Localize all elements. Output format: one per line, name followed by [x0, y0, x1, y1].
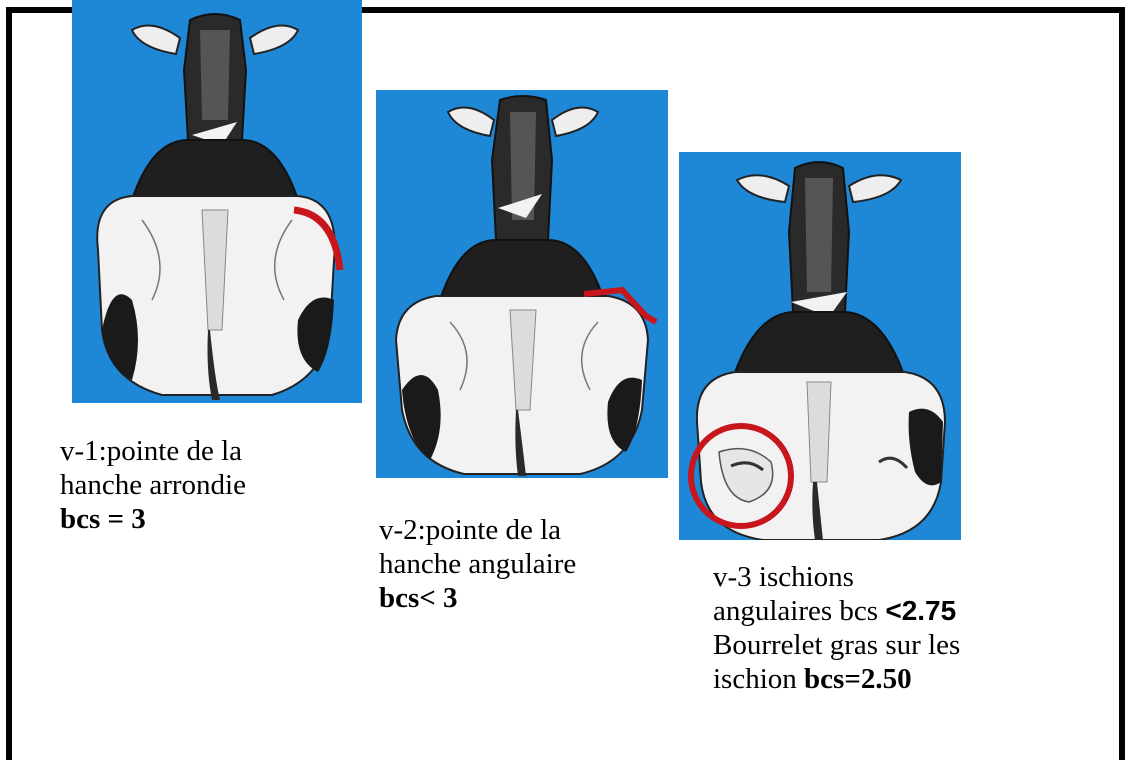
caption-line: v-3 ischions: [713, 560, 960, 594]
bcs-value: bcs=2.50: [804, 663, 912, 695]
bcs-value: bcs = 3: [60, 502, 246, 536]
bcs-value: bcs< 3: [379, 581, 576, 615]
caption-line: Bourrelet gras sur les: [713, 628, 960, 662]
caption-line: v-1:pointe de la: [60, 434, 246, 468]
cow-illustration-rounded-hip: [72, 0, 362, 403]
caption-line: hanche arrondie: [60, 468, 246, 502]
cow-illustration-angular-ischium: [679, 152, 961, 540]
caption-line: ischion bcs=2.50: [713, 662, 960, 696]
caption-line: angulaires bcs <2.75: [713, 594, 960, 628]
caption-angular-ischium: v-3 ischions angulaires bcs <2.75 Bourre…: [713, 560, 960, 696]
caption-line: hanche angulaire: [379, 547, 576, 581]
caption-text: angulaires bcs: [713, 595, 885, 627]
cow-illustration-angular-hip: [376, 90, 668, 478]
cow-rear-view-illustration: [376, 90, 668, 478]
caption-rounded-hip: v-1:pointe de la hanche arrondie bcs = 3: [60, 434, 246, 536]
caption-angular-hip: v-2:pointe de la hanche angulaire bcs< 3: [379, 513, 576, 615]
caption-text: ischion: [713, 663, 804, 695]
cow-rear-view-illustration: [72, 0, 362, 403]
bcs-value: <2.75: [885, 595, 956, 626]
cow-rear-view-illustration: [679, 152, 961, 540]
caption-line: v-2:pointe de la: [379, 513, 576, 547]
